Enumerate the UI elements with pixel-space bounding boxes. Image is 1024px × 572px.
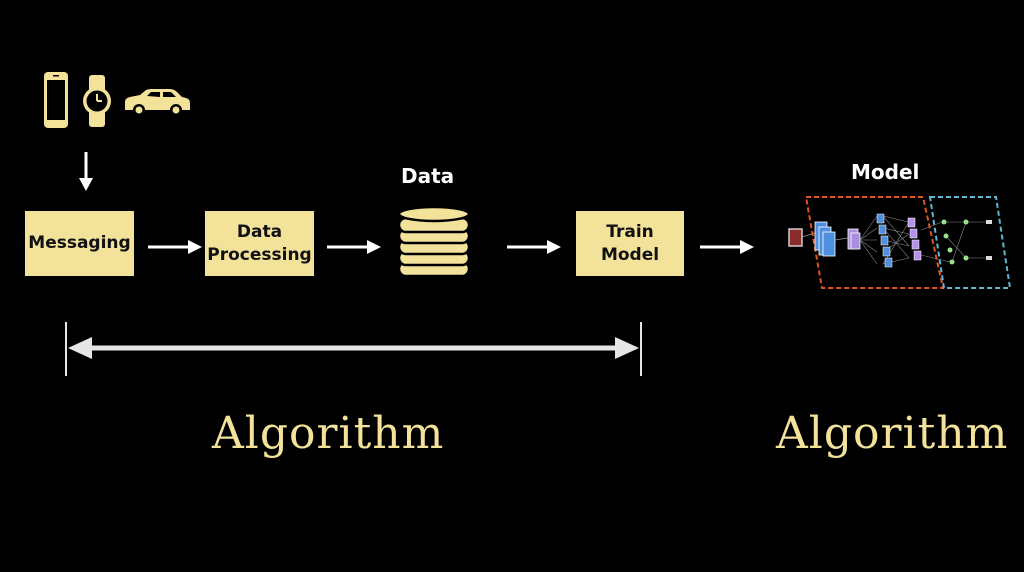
algorithm-label-right: Algorithm xyxy=(776,408,1009,459)
data-heading: Data xyxy=(401,164,455,188)
data-processing-box: Data Processing xyxy=(205,211,314,276)
watch-icon xyxy=(83,75,111,127)
train-model-label-line2: Model xyxy=(600,244,660,265)
algorithm-range-bar xyxy=(65,322,642,376)
down-arrow-icon xyxy=(79,152,93,191)
data-processing-label-line1: Data xyxy=(236,221,283,242)
arrow-train-to-model xyxy=(700,240,754,254)
arrow-processing-to-data xyxy=(327,240,381,254)
train-model-label-line1: Train xyxy=(606,221,654,242)
model-heading: Model xyxy=(851,160,920,184)
car-icon xyxy=(125,89,190,116)
neural-network-illustration xyxy=(788,196,1012,289)
smartphone-icon xyxy=(44,72,68,128)
algorithm-label-left: Algorithm xyxy=(212,408,445,459)
database-icon xyxy=(397,205,471,278)
arrow-data-to-train xyxy=(507,240,561,254)
data-processing-label-line2: Processing xyxy=(207,244,312,265)
messaging-label: Messaging xyxy=(28,233,131,253)
arrow-messaging-to-processing xyxy=(148,240,202,254)
train-model-box: Train Model xyxy=(576,211,684,276)
messaging-box: Messaging xyxy=(25,211,134,276)
